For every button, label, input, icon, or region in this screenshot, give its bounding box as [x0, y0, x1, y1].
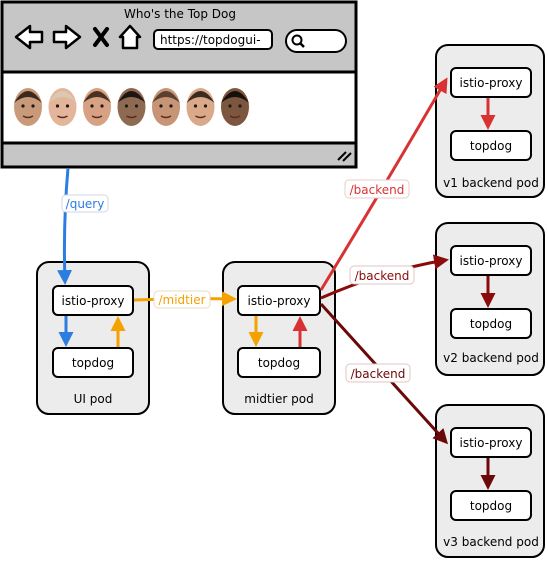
status-bar [3, 143, 355, 166]
ui-istio-proxy-label: istio-proxy [62, 294, 125, 308]
url-bar[interactable] [153, 29, 273, 50]
midtier-istio-proxy-label: istio-proxy [248, 294, 311, 308]
v3-topdog-box [450, 490, 532, 521]
window-title: Who's the Top Dog [124, 7, 236, 21]
v1-istio-proxy-label: istio-proxy [460, 76, 523, 90]
forward-arrow-icon[interactable] [52, 24, 82, 50]
ui-topdog-box [52, 347, 134, 378]
ui-pod: istio-proxy topdog UI pod [36, 261, 150, 415]
backend-v2-edge-label: /backend [349, 265, 415, 285]
midtier-topdog-box [237, 347, 321, 378]
face-avatar[interactable] [14, 88, 42, 126]
v3-istio-proxy-box [450, 427, 532, 458]
svg-text:/backend: /backend [350, 183, 405, 197]
v3-istio-proxy-label: istio-proxy [460, 436, 523, 450]
v2-pod-label: v2 backend pod [443, 351, 539, 365]
browser-window: Who's the Top Dog https://topdogui- [0, 0, 358, 169]
v3-backend-pod: istio-proxy topdog v3 backend pod [435, 404, 545, 558]
v1-backend-pod: istio-proxy topdog v1 backend pod [435, 44, 545, 198]
back-arrow-icon[interactable] [14, 24, 44, 50]
ui-istio-proxy-box [52, 285, 134, 316]
v1-istio-proxy-box [450, 67, 532, 98]
v2-istio-proxy-label: istio-proxy [460, 254, 523, 268]
search-icon [291, 34, 305, 48]
midtier-pod-label: midtier pod [244, 392, 313, 406]
svg-text:/backend: /backend [351, 367, 406, 381]
v2-backend-pod: istio-proxy topdog v2 backend pod [435, 222, 545, 376]
v2-istio-proxy-box [450, 245, 532, 276]
v1-topdog-box [450, 130, 532, 161]
faces-row [14, 88, 249, 126]
search-field[interactable] [285, 29, 347, 53]
midtier-pod: istio-proxy topdog midtier pod [222, 261, 336, 415]
v3-pod-label: v3 backend pod [443, 535, 539, 549]
url-text: https://topdogui- [160, 33, 261, 47]
query-edge-label: /query [61, 194, 109, 213]
home-icon[interactable] [118, 24, 142, 50]
face-avatar[interactable] [221, 88, 249, 126]
face-avatar[interactable] [83, 88, 111, 126]
face-avatar[interactable] [186, 88, 215, 126]
backend-v1-edge-label: /backend [344, 179, 410, 199]
v2-topdog-label: topdog [470, 317, 512, 331]
ui-topdog-label: topdog [72, 356, 114, 370]
svg-text:/query: /query [66, 197, 105, 211]
svg-text:/backend: /backend [355, 269, 410, 283]
midtier-istio-proxy-box [237, 285, 321, 316]
face-avatar[interactable] [48, 88, 77, 126]
query-arrow [57, 167, 73, 285]
v1-topdog-label: topdog [470, 139, 512, 153]
v3-topdog-label: topdog [470, 499, 512, 513]
backend-v3-edge-label: /backend [345, 363, 411, 383]
midtier-edge-label: /midtier [153, 290, 211, 309]
face-avatar[interactable] [152, 88, 180, 126]
v2-topdog-box [450, 308, 532, 339]
resize-grip-icon[interactable] [337, 151, 352, 162]
svg-text:/midtier: /midtier [158, 293, 205, 307]
ui-pod-label: UI pod [74, 392, 113, 406]
midtier-topdog-label: topdog [258, 356, 300, 370]
close-icon[interactable] [93, 27, 109, 47]
v1-pod-label: v1 backend pod [443, 176, 539, 190]
face-avatar[interactable] [117, 88, 146, 126]
